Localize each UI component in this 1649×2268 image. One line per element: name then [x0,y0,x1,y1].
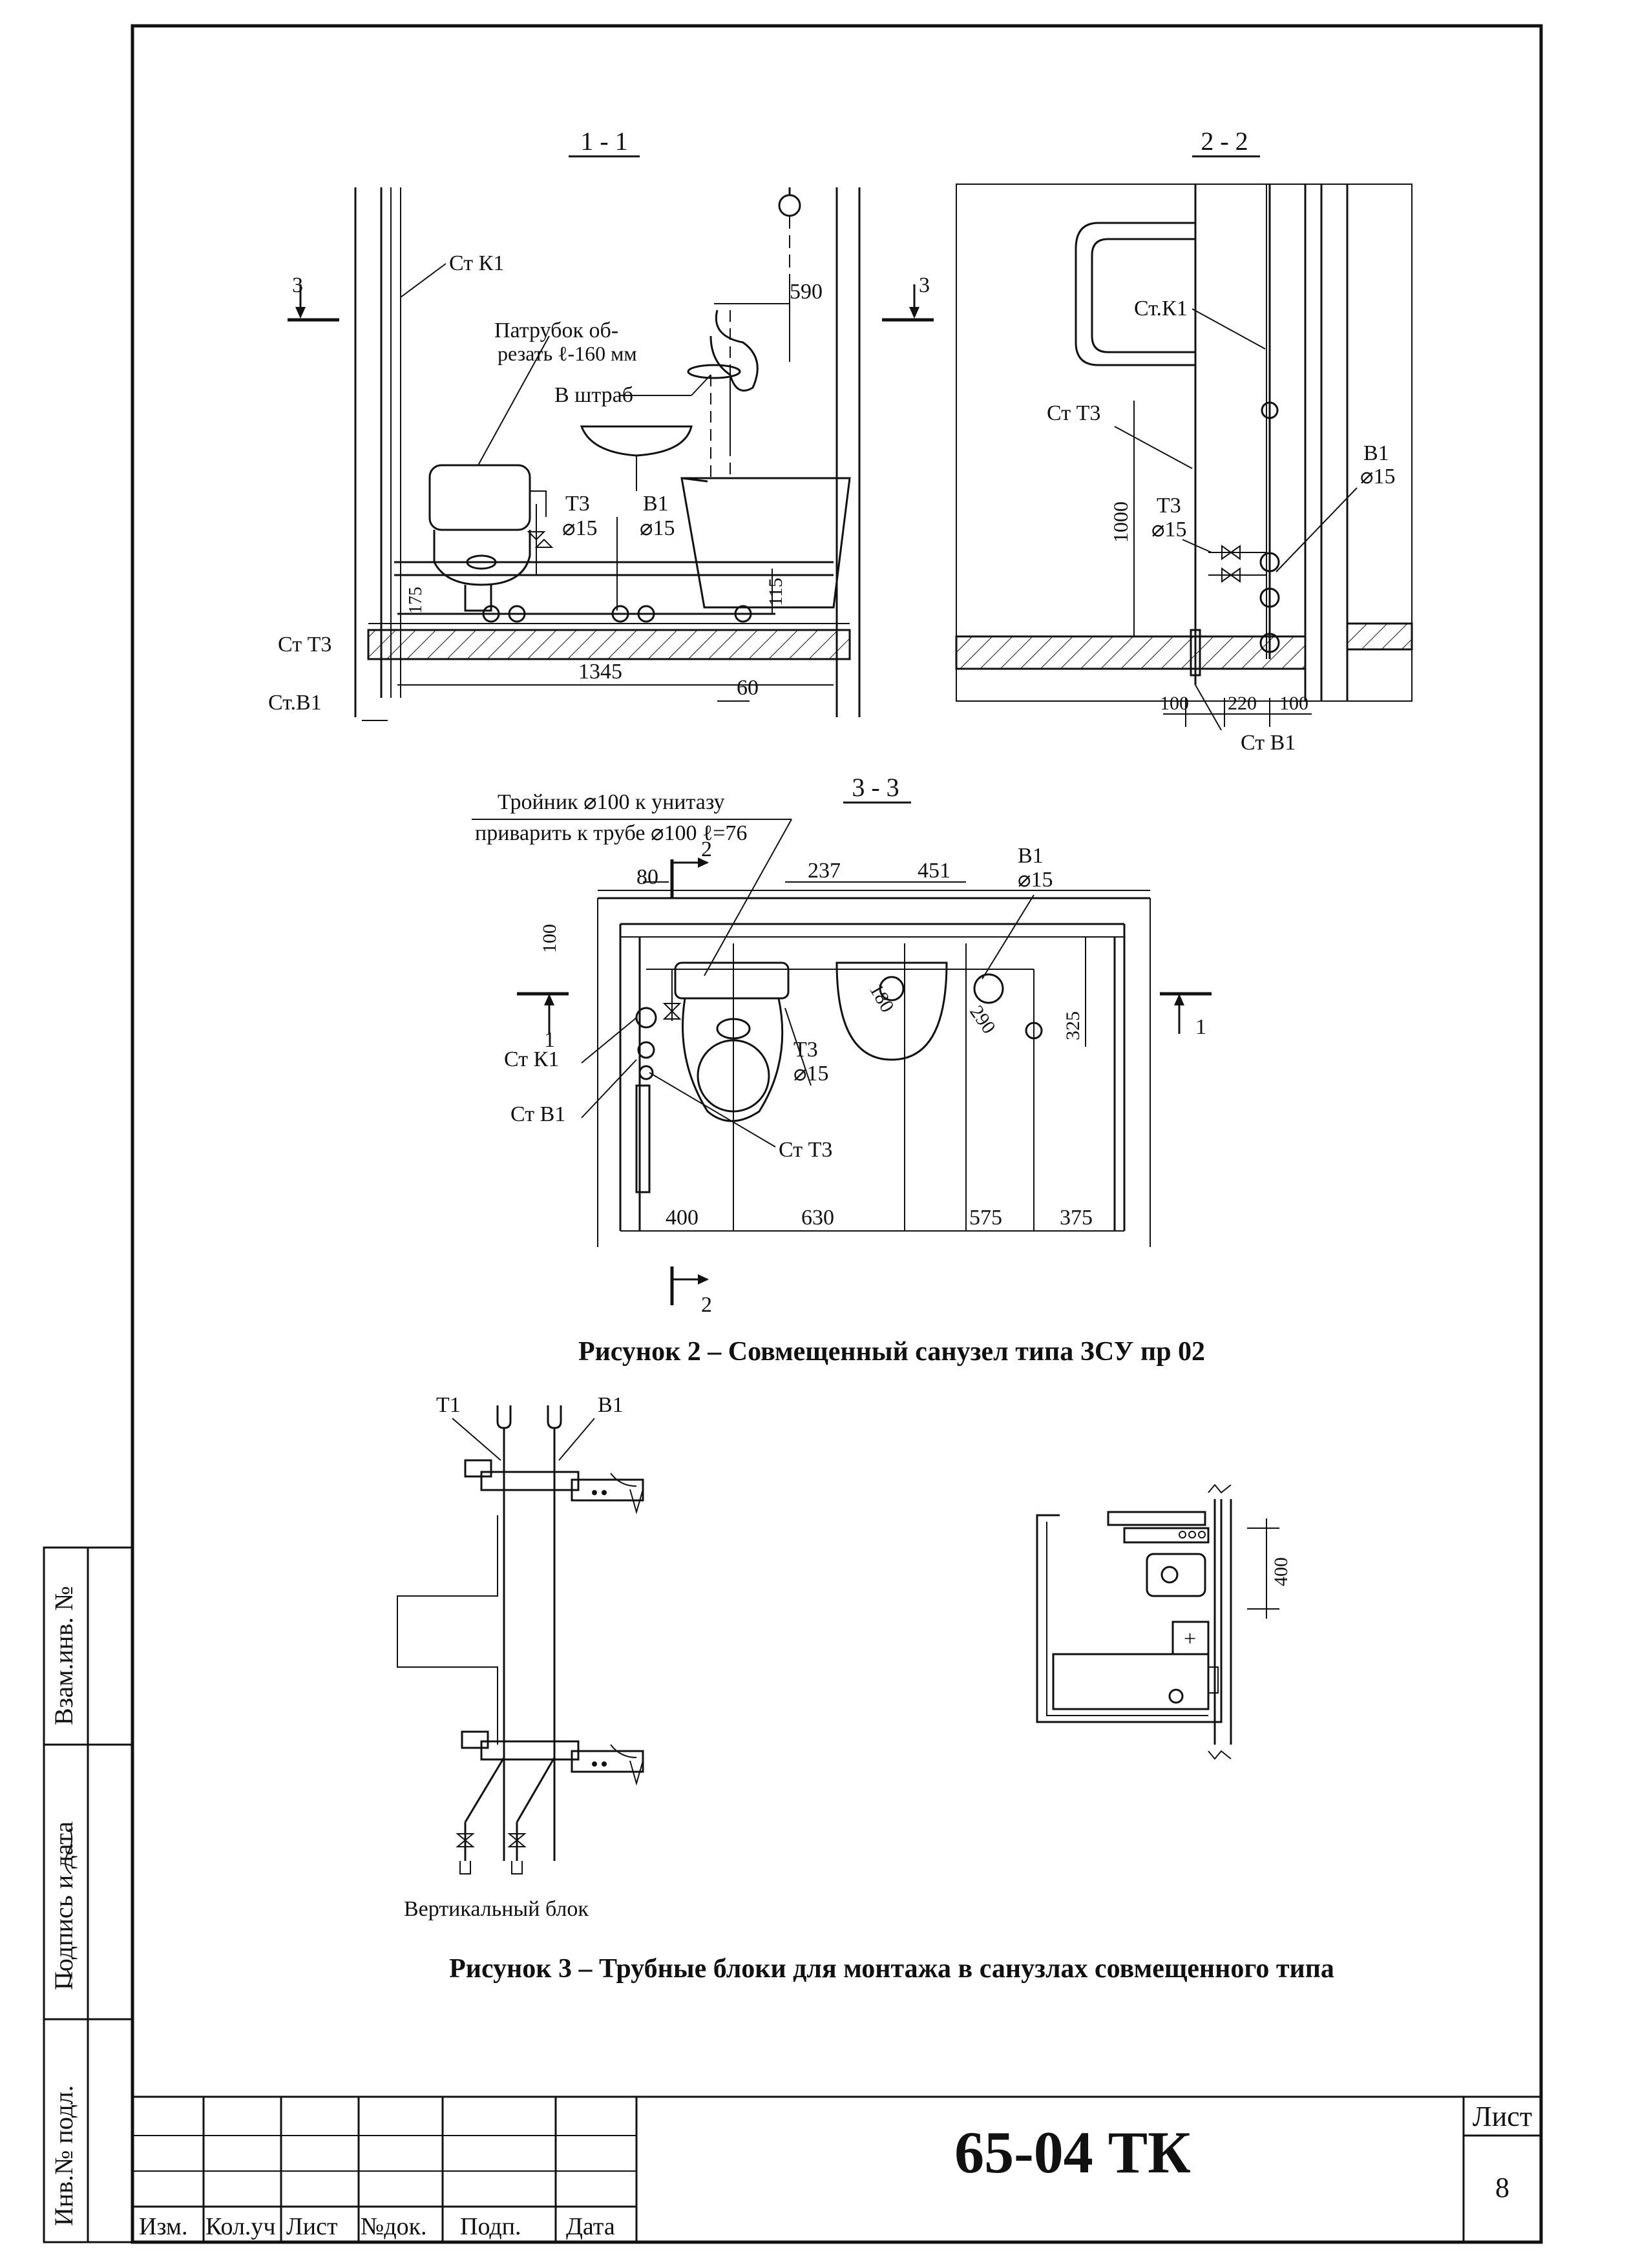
sheet-frame [131,24,1543,2244]
s33-cut-2-top: 2 [701,837,712,861]
s11-patrubok-2: резать ℓ-160 мм [498,342,637,365]
s33-dim-180: 180 [865,980,898,1016]
s11-dim-115: 115 [765,578,786,606]
s11-patrubok-1: Патрубок об- [494,319,618,342]
vertical-block: Т1 В1 Вертикальный блок [397,1393,644,1921]
s33-t3: Т3 [793,1038,818,1062]
s33-dim-100: 100 [539,924,560,953]
s11-st-v1: Ст.В1 [268,691,322,715]
s33-dim-400: 400 [666,1206,698,1230]
s11-t3-d: ⌀15 [562,516,597,540]
data-label: Дата [566,2213,615,2240]
title-block: Изм. Кол.уч Лист №док. Подп. Дата 65-04 … [132,2095,1541,2242]
s22-st-v1: Ст В1 [1241,731,1296,755]
s22-v1-d: ⌀15 [1360,465,1395,488]
izm-label: Изм. [139,2213,187,2240]
s11-v1-d: ⌀15 [640,516,675,540]
s11-dim-590: 590 [790,280,823,304]
s33-dim-290: 290 [965,1002,1000,1038]
s33-tee-1: Тройник ⌀100 к унитазу [498,790,725,814]
section-1-1: 1 - 1 [268,127,934,721]
s11-v1: В1 [643,492,669,516]
section-3-3: 3 - 3 Тройник ⌀100 к унитазу приварить к… [472,773,1212,1317]
s33-dim-630: 630 [801,1206,834,1230]
s11-dim-60: 60 [737,676,759,700]
s22-t3-d: ⌀15 [1151,518,1186,541]
side-stamp: Инв.№ подл. Подпись и дата Взам.инв. № [43,1546,134,2243]
section-3-3-title: 3 - 3 [852,773,899,802]
s11-cut-right: 3 [919,273,930,297]
s22-t3: Т3 [1157,494,1181,518]
block-t1: Т1 [436,1393,461,1417]
sheet-label: Лист [1473,2101,1532,2132]
s22-dim-100b: 100 [1279,693,1308,714]
s33-dim-325: 325 [1062,1011,1084,1040]
s33-st-k1: Ст К1 [504,1047,559,1071]
s33-dim-575: 575 [969,1206,1002,1230]
s22-v1: В1 [1363,441,1389,465]
s22-dim-100a: 100 [1160,693,1189,714]
s33-st-t3: Ст Т3 [779,1138,832,1162]
svg-text:+: + [1184,1627,1196,1651]
s33-dim-80: 80 [636,865,658,889]
figure3-caption: Рисунок 3 – Трубные блоки для монтажа в … [449,1954,1334,1984]
podpis-label: Подпись и дата [49,1822,78,1990]
s33-dim-451: 451 [918,859,951,883]
small-plan: + 400 [1036,1484,1292,1760]
block-dim-400: 400 [1270,1557,1292,1586]
s33-t3-d: ⌀15 [793,1062,828,1086]
document-designation: 65-04 ТК [954,2119,1191,2185]
s11-dim-175: 175 [406,587,426,614]
s22-st-k1: Ст.К1 [1134,297,1188,320]
s33-tee-2: приварить к трубе ⌀100 ℓ=76 [475,821,747,845]
inv-podl-label: Инв.№ подл. [49,2085,78,2226]
s11-t3: Т3 [565,492,590,516]
s22-dim-1000: 1000 [1109,501,1132,543]
s11-st-t3: Ст Т3 [278,633,331,656]
s33-v1-d: ⌀15 [1018,868,1053,892]
s11-st-k1: Ст К1 [449,251,504,275]
section-1-1-title: 1 - 1 [580,127,627,156]
s22-dim-220: 220 [1228,693,1257,714]
ndok-label: №док. [361,2213,427,2240]
s33-v1: В1 [1018,844,1044,868]
s33-cut-2-bottom: 2 [701,1293,712,1317]
list-label: Лист [286,2213,338,2240]
section-2-2-title: 2 - 2 [1201,127,1248,156]
s11-dim-1345: 1345 [578,660,622,684]
s11-v-shtrab: В штраб [554,383,633,407]
block-v1: В1 [598,1393,624,1417]
podp-label: Подп. [460,2213,521,2240]
s33-dim-237: 237 [808,859,841,883]
block-caption: Вертикальный блок [404,1897,589,1921]
s33-cut-1-left: 1 [544,1028,555,1052]
s33-st-v1: Ст В1 [510,1102,565,1126]
kol-label: Кол.уч [205,2213,276,2240]
vzam-label: Взам.инв. № [49,1586,78,1725]
section-2-2: 2 - 2 [955,127,1413,755]
figure2-caption: Рисунок 2 – Совмещенный санузел типа ЗСУ… [578,1337,1205,1367]
s11-cut-left: 3 [292,273,303,297]
s22-st-t3: Ст Т3 [1047,401,1100,425]
sheet-number: 8 [1495,2172,1509,2203]
s33-dim-375: 375 [1060,1206,1093,1230]
s33-cut-1-right: 1 [1195,1015,1206,1039]
